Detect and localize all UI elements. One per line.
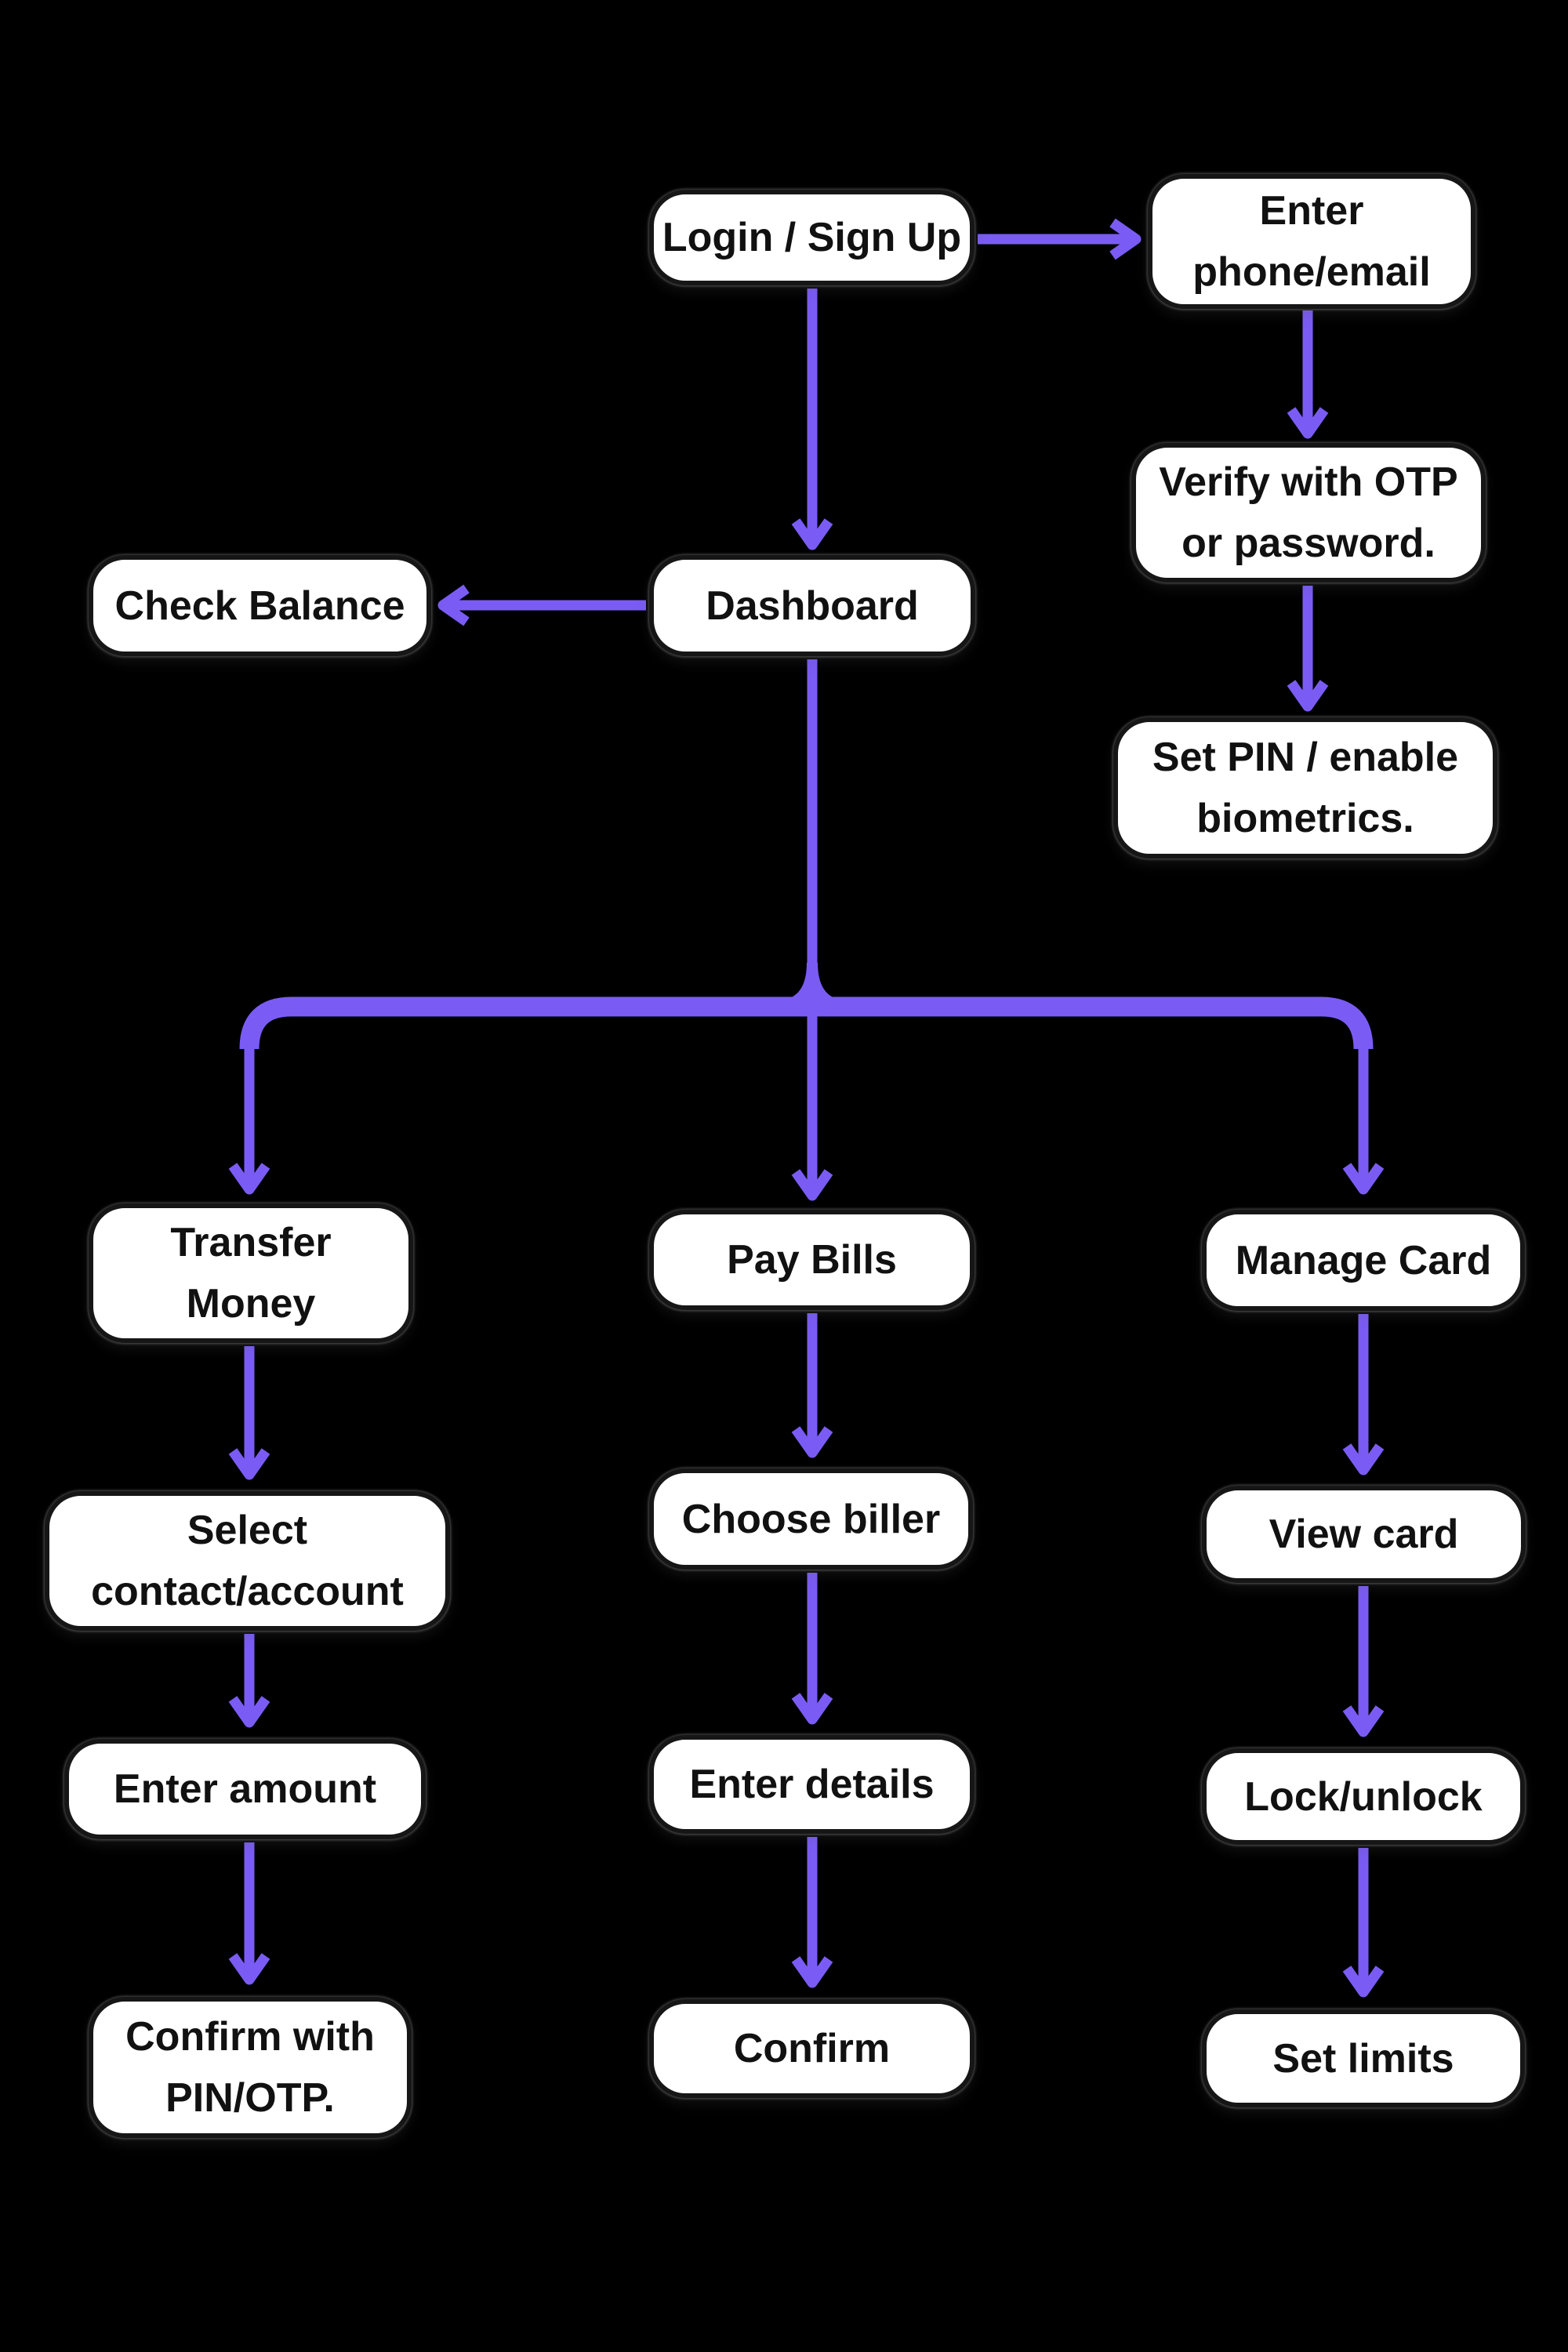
node-select-contact: Select contact/account (45, 1491, 450, 1631)
node-choose-biller: Choose biller (649, 1468, 973, 1570)
node-check-balance: Check Balance (89, 555, 431, 656)
node-pay-bills: Pay Bills (649, 1210, 975, 1310)
node-enter-amount: Enter amount (64, 1739, 426, 1839)
node-lock-unlock: Lock/unlock (1202, 1748, 1525, 1845)
node-set-pin-biometrics: Set PIN / enable biometrics. (1113, 717, 1497, 858)
node-transfer-money: Transfer Money (89, 1203, 413, 1343)
node-confirm-pin-otp: Confirm with PIN/OTP. (89, 1997, 412, 2138)
node-enter-phone-email: Enter phone/email (1148, 174, 1475, 309)
node-login-sign-up: Login / Sign Up (649, 190, 975, 285)
node-view-card: View card (1202, 1486, 1526, 1583)
node-confirm: Confirm (649, 1999, 975, 2098)
node-manage-card: Manage Card (1202, 1210, 1525, 1311)
node-verify-otp: Verify with OTP or password. (1131, 443, 1486, 583)
node-dashboard: Dashboard (649, 555, 975, 656)
edge-branch-flare-right (807, 962, 852, 1012)
node-set-limits: Set limits (1202, 2009, 1525, 2107)
edge-branch-bar (239, 996, 1374, 1050)
node-enter-details: Enter details (649, 1735, 975, 1834)
